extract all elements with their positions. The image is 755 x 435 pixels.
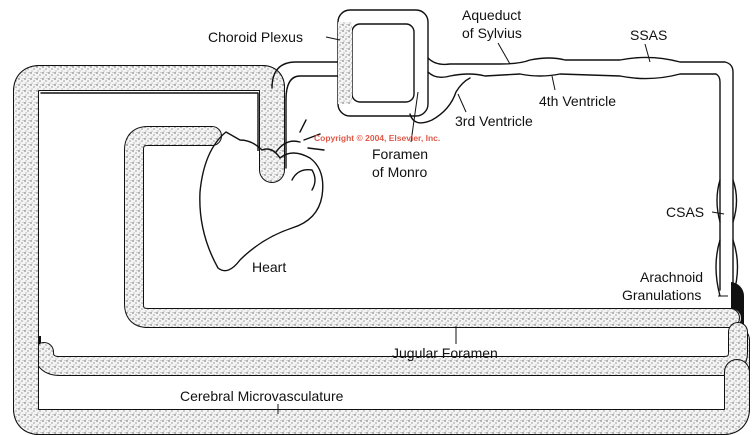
label-foramen-line1: Foramen [372, 146, 428, 162]
label-arachnoid-line2: Granulations [622, 287, 701, 303]
label-ssas: SSAS [630, 27, 667, 43]
label-3rd-ventricle: 3rd Ventricle [455, 113, 533, 129]
label-heart: Heart [252, 259, 286, 275]
label-arachnoid-line1: Arachnoid [640, 269, 703, 285]
label-foramen-line2: of Monro [372, 164, 427, 180]
label-4th-ventricle: 4th Ventricle [539, 93, 616, 109]
label-aqueduct-line2: of Sylvius [462, 25, 522, 41]
copyright-watermark: Copyright © 2004, Elsevier, Inc. [314, 133, 440, 143]
label-aqueduct-line1: Aqueduct [462, 7, 521, 23]
label-cerebral-microvasculature: Cerebral Microvasculature [180, 388, 344, 404]
label-choroid-plexus: Choroid Plexus [208, 29, 303, 45]
label-jugular-foramen: Jugular Foramen [392, 345, 498, 361]
choroid-plexus [338, 22, 352, 104]
label-csas: CSAS [666, 204, 704, 220]
